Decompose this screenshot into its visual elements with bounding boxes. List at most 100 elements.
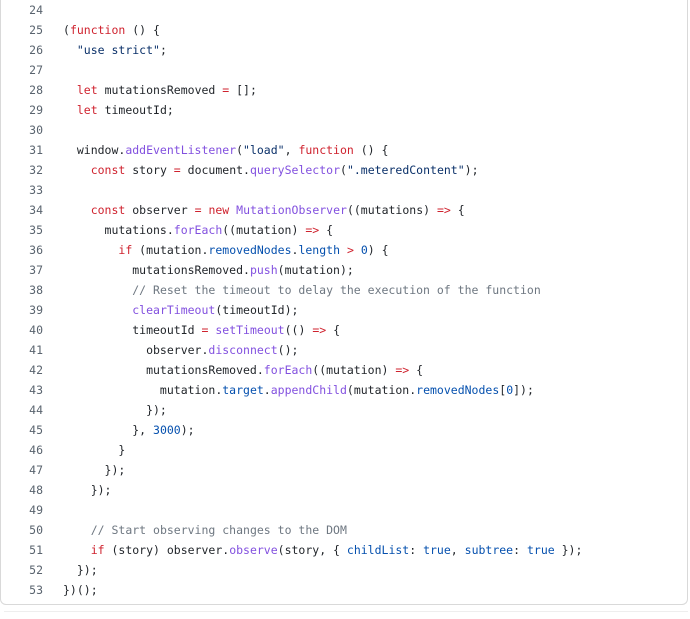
code-text: mutation.target.appendChild(mutation.rem… bbox=[63, 380, 534, 400]
line-number[interactable]: 45 bbox=[29, 423, 43, 437]
line-number[interactable]: 35 bbox=[29, 223, 43, 237]
code-token: = bbox=[201, 323, 209, 337]
line-number[interactable]: 28 bbox=[29, 83, 43, 97]
line-number[interactable]: 52 bbox=[29, 563, 43, 577]
code-token: function bbox=[298, 143, 354, 157]
code-token: : bbox=[409, 543, 424, 557]
code-token: ".meteredContent" bbox=[346, 163, 465, 177]
line-number[interactable]: 24 bbox=[29, 3, 43, 17]
code-token: ((mutation) bbox=[312, 363, 396, 377]
line-number[interactable]: 27 bbox=[29, 63, 43, 77]
code-text: }, 3000); bbox=[63, 420, 195, 440]
code-token: => bbox=[305, 223, 320, 237]
code-token bbox=[63, 523, 91, 537]
code-line: 28 let mutationsRemoved = []; bbox=[1, 80, 687, 100]
code-token: (timeoutId); bbox=[215, 303, 299, 317]
code-token: ( bbox=[63, 23, 70, 37]
line-number[interactable]: 42 bbox=[29, 363, 43, 377]
code-token: = bbox=[194, 203, 202, 217]
code-token: story bbox=[125, 163, 174, 177]
code-line: 47 }); bbox=[1, 460, 687, 480]
line-number[interactable]: 44 bbox=[29, 403, 43, 417]
code-token bbox=[63, 163, 91, 177]
code-token: : bbox=[513, 543, 527, 557]
line-number[interactable]: 39 bbox=[29, 303, 43, 317]
code-text: }); bbox=[63, 560, 98, 580]
code-token: setTimeout bbox=[215, 323, 285, 337]
code-token: 0 bbox=[506, 383, 514, 397]
code-token: }, bbox=[63, 423, 154, 437]
code-line: 27 bbox=[1, 60, 687, 80]
line-number[interactable]: 46 bbox=[29, 443, 43, 457]
code-line: 34 const observer = new MutationObserver… bbox=[1, 200, 687, 220]
code-token: { bbox=[319, 223, 334, 237]
line-number[interactable]: 43 bbox=[29, 383, 43, 397]
line-number[interactable]: 25 bbox=[29, 23, 43, 37]
code-token: ); bbox=[464, 163, 479, 177]
code-text: let timeoutId; bbox=[63, 100, 174, 120]
code-token: (mutation. bbox=[132, 243, 209, 257]
code-text: }); bbox=[63, 400, 167, 420]
code-token: ); bbox=[180, 423, 195, 437]
code-token: ((mutations) bbox=[346, 203, 437, 217]
code-line: 24 bbox=[1, 0, 687, 20]
code-text: }); bbox=[63, 480, 112, 500]
code-line: 44 }); bbox=[1, 400, 687, 420]
code-token: forEach bbox=[173, 223, 223, 237]
line-number[interactable]: 31 bbox=[29, 143, 43, 157]
code-token: observe bbox=[229, 543, 278, 557]
code-view-bottom-edge bbox=[4, 607, 688, 612]
line-number[interactable]: 30 bbox=[29, 123, 43, 137]
line-number[interactable]: 37 bbox=[29, 263, 43, 277]
code-line: 29 let timeoutId; bbox=[1, 100, 687, 120]
code-token: (story) observer. bbox=[104, 543, 230, 557]
code-line: 49 bbox=[1, 500, 687, 520]
code-token: appendChild bbox=[270, 383, 347, 397]
code-token: timeoutId bbox=[63, 323, 202, 337]
code-text: observer.disconnect(); bbox=[63, 340, 298, 360]
code-text: // Reset the timeout to delay the execut… bbox=[63, 280, 541, 300]
line-number[interactable]: 33 bbox=[29, 183, 43, 197]
line-number[interactable]: 40 bbox=[29, 323, 43, 337]
code-token: (mutation. bbox=[346, 383, 417, 397]
code-line: 30 bbox=[1, 120, 687, 140]
code-line: 36 if (mutation.removedNodes.length > 0)… bbox=[1, 240, 687, 260]
line-number[interactable]: 26 bbox=[29, 43, 43, 57]
line-number[interactable]: 36 bbox=[29, 243, 43, 257]
code-token: () { bbox=[125, 23, 160, 37]
line-number[interactable]: 53 bbox=[29, 583, 43, 597]
code-token: }); bbox=[63, 463, 126, 477]
code-text: "use strict"; bbox=[63, 40, 167, 60]
code-token: function bbox=[69, 23, 126, 37]
code-text: mutationsRemoved.forEach((mutation) => { bbox=[63, 360, 423, 380]
line-number[interactable]: 32 bbox=[29, 163, 43, 177]
code-line: 41 observer.disconnect(); bbox=[1, 340, 687, 360]
code-token bbox=[63, 543, 91, 557]
code-token: = bbox=[222, 83, 230, 97]
code-token: target bbox=[222, 383, 264, 397]
line-number[interactable]: 29 bbox=[29, 103, 43, 117]
code-token: document. bbox=[180, 163, 250, 177]
line-number[interactable]: 49 bbox=[29, 503, 43, 517]
line-number[interactable]: 48 bbox=[29, 483, 43, 497]
code-token: "load" bbox=[243, 143, 285, 157]
code-token: // Start observing changes to the DOM bbox=[90, 523, 347, 537]
code-line: 45 }, 3000); bbox=[1, 420, 687, 440]
code-token: observer. bbox=[63, 343, 209, 357]
code-line: 51 if (story) observer.observe(story, { … bbox=[1, 540, 687, 560]
line-number[interactable]: 51 bbox=[29, 543, 43, 557]
code-token: > bbox=[346, 243, 354, 257]
line-number[interactable]: 47 bbox=[29, 463, 43, 477]
line-number[interactable]: 41 bbox=[29, 343, 43, 357]
line-number[interactable]: 38 bbox=[29, 283, 43, 297]
code-token: 3000 bbox=[153, 423, 181, 437]
code-line: 26 "use strict"; bbox=[1, 40, 687, 60]
code-token: new bbox=[208, 203, 230, 217]
line-number[interactable]: 34 bbox=[29, 203, 43, 217]
code-token: if bbox=[118, 243, 133, 257]
line-number[interactable]: 50 bbox=[29, 523, 43, 537]
code-text: if (story) observer.observe(story, { chi… bbox=[63, 540, 583, 560]
code-token: ( bbox=[236, 143, 244, 157]
code-token: // Reset the timeout to delay the execut… bbox=[132, 283, 541, 297]
code-token bbox=[63, 83, 77, 97]
